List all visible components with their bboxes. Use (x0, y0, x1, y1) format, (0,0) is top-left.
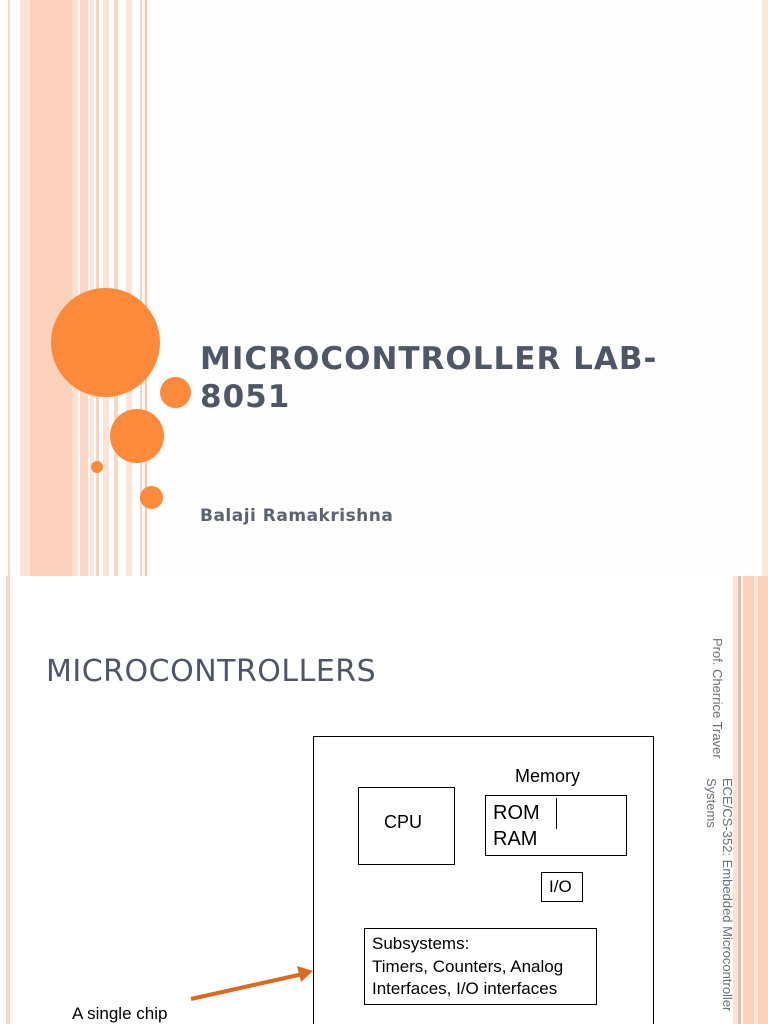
rom-label: ROM (493, 802, 540, 824)
decorative-stripe (20, 0, 30, 576)
decorative-stripe (6, 576, 10, 1024)
decorative-stripe (72, 0, 78, 576)
io-label: I/O (549, 877, 572, 896)
decorative-circle (160, 377, 191, 408)
decorative-stripe (762, 0, 768, 576)
decorative-stripe (738, 576, 741, 1024)
subsystems-line3: Interfaces, I/O interfaces (372, 979, 558, 998)
slide-subtitle: Balaji Ramakrishna (200, 506, 394, 526)
slide-title: MICROCONTROLLER LAB-8051 (200, 341, 658, 415)
decorative-stripe (114, 0, 118, 576)
subsystems-line2: Timers, Counters, Analog (372, 957, 564, 976)
decorative-circle (110, 409, 164, 463)
course-footer-line2: Systems (704, 778, 719, 828)
decorative-stripe (30, 0, 72, 576)
decorative-stripe (80, 0, 88, 576)
decorative-circle (140, 486, 163, 509)
decorative-stripe (8, 0, 10, 576)
decorative-stripe (145, 0, 147, 576)
decorative-stripe (90, 0, 94, 576)
decorative-stripe (733, 576, 737, 1024)
memory-label: Memory (515, 766, 581, 786)
ram-label: RAM (493, 828, 538, 850)
io-box (541, 872, 583, 902)
author-footer: Prof. Cherrice Traver (710, 638, 725, 759)
content-slide: MICROCONTROLLERS Prof. Cherrice Traver E… (0, 576, 768, 1024)
subsystems-line1: Subsystems: (372, 934, 470, 953)
memory-divider (556, 798, 557, 829)
decorative-stripe (140, 0, 142, 576)
decorative-circle (51, 288, 160, 397)
title-slide: MICROCONTROLLER LAB-8051 Balaji Ramakris… (8, 0, 768, 576)
decorative-stripe (126, 0, 132, 576)
pointer-arrow (190, 966, 313, 1001)
subsystems-box (364, 928, 597, 1005)
decorative-stripe (754, 576, 758, 1024)
single-chip-label: A single chip (72, 1004, 168, 1023)
decorative-circle (91, 461, 103, 473)
cpu-box (358, 787, 455, 865)
course-footer-line1: ECE/CS-352: Embedded Microcontroller (720, 778, 735, 1012)
slide-title: MICROCONTROLLERS (46, 654, 377, 689)
cpu-label: CPU (384, 812, 423, 832)
